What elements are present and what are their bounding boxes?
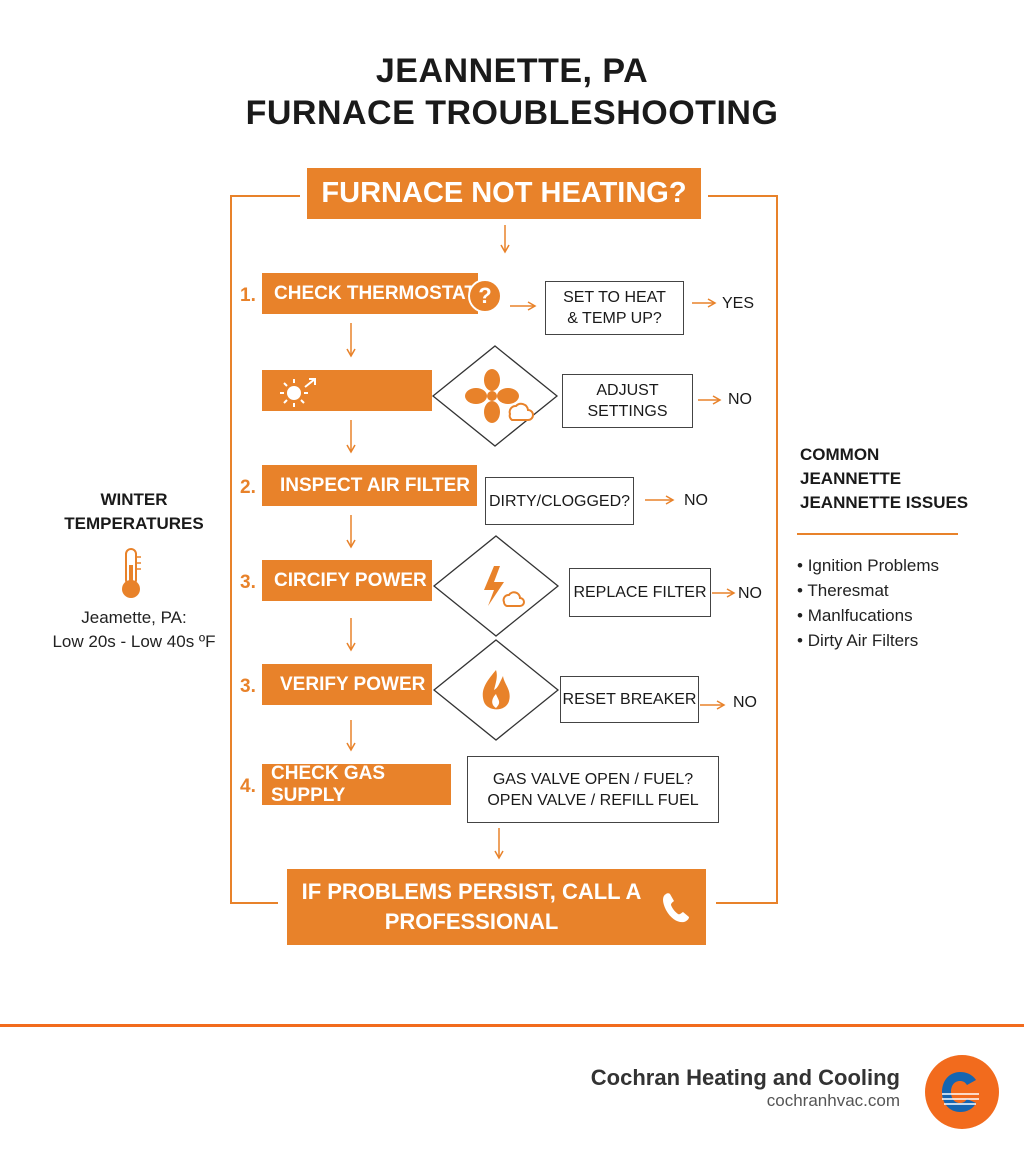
common-issues-heading: COMMON JEANNETTE JEANNETTE ISSUES xyxy=(800,443,968,515)
step-number: 3. xyxy=(240,676,256,697)
location-text: Jeamette, PA: xyxy=(81,608,187,627)
outer-frame xyxy=(230,195,778,904)
step-number: 1. xyxy=(240,285,256,306)
answer-no: NO xyxy=(728,391,752,408)
issue-text: Manlfucations xyxy=(807,606,913,625)
title-line-2: FURNACE TROUBLESHOOTING xyxy=(245,94,779,132)
answer-no: NO xyxy=(684,492,708,509)
company-name: Cochran Heating and Cooling xyxy=(590,1065,900,1090)
heading-line: COMMON xyxy=(800,445,880,464)
logo-icon xyxy=(925,1055,999,1129)
arrows xyxy=(346,225,736,860)
box-line: OPEN VALVE / REFILL FUEL xyxy=(487,791,699,809)
question-line: & TEMP UP? xyxy=(567,310,662,327)
box-line: SETTINGS xyxy=(587,403,668,420)
title-line-1: JEANNETTE, PA xyxy=(375,52,649,90)
final-line: IF PROBLEMS PERSIST, CALL A xyxy=(301,879,642,904)
phone-icon xyxy=(663,893,689,923)
step-inspect-air-filter: INSPECT AIR FILTER xyxy=(262,465,477,506)
header-box: FURNACE NOT HEATING? xyxy=(307,168,701,219)
question-line: SET TO HEAT xyxy=(563,289,666,306)
thermometer-icon xyxy=(122,548,141,598)
issue-text: Ignition Problems xyxy=(807,556,940,575)
step-number: 3. xyxy=(240,572,256,593)
call-professional-box: IF PROBLEMS PERSIST, CALL A PROFESSIONAL xyxy=(287,869,706,945)
issue-item: • Theresmat xyxy=(797,581,889,600)
divider xyxy=(797,533,958,535)
winter-heading: WINTER TEMPERATURES xyxy=(34,488,234,536)
temperature-range: Low 20s - Low 40s ºF xyxy=(52,632,216,651)
final-line: PROFESSIONAL xyxy=(384,909,559,934)
issue-text: Theresmat xyxy=(807,581,889,600)
step-verify-power: VERIFY POWER xyxy=(262,664,432,705)
issue-item: • Manlfucations xyxy=(797,606,913,625)
heading-line: JEANNETTE ISSUES xyxy=(800,493,969,512)
answer-no: NO xyxy=(733,694,757,711)
step-sun-box xyxy=(262,370,432,411)
issue-item: • Dirty Air Filters xyxy=(797,631,919,650)
reset-breaker-box: RESET BREAKER xyxy=(560,676,699,723)
dirty-clogged-box: DIRTY/CLOGGED? xyxy=(485,477,634,525)
adjust-settings-box: ADJUST SETTINGS xyxy=(562,374,693,428)
box-line: ADJUST xyxy=(596,382,659,399)
lightning-icon xyxy=(484,566,525,607)
step-check-thermostat: CHECK THERMOSTAT xyxy=(262,273,478,314)
temperature-info: Jeamette, PA: Low 20s - Low 40s ºF xyxy=(34,606,234,654)
step-number: 4. xyxy=(240,776,256,797)
step-number: 2. xyxy=(240,477,256,498)
answer-yes: YES xyxy=(722,295,755,312)
step-check-gas-supply: CHECK GAS SUPPLY xyxy=(262,763,451,806)
heading-line: WINTER xyxy=(100,490,168,509)
heading-line: TEMPERATURES xyxy=(64,514,204,533)
sun-icon xyxy=(280,377,316,407)
box-line: GAS VALVE OPEN / FUEL? xyxy=(492,770,694,788)
question-box: SET TO HEAT & TEMP UP? xyxy=(545,281,684,335)
footer-line xyxy=(0,1024,1024,1027)
flame-icon xyxy=(482,670,510,710)
issue-item: • Ignition Problems xyxy=(797,556,940,575)
answer-no: NO xyxy=(738,585,762,602)
issue-text: Dirty Air Filters xyxy=(807,631,919,650)
replace-filter-box: REPLACE FILTER xyxy=(569,568,711,617)
step-circify-power: CIRCIFY POWER xyxy=(262,560,432,601)
gas-valve-box: GAS VALVE OPEN / FUEL? OPEN VALVE / REFI… xyxy=(467,756,719,823)
question-icon: ? xyxy=(468,279,502,313)
company-website[interactable]: cochranhvac.com xyxy=(766,1091,900,1110)
fan-icon xyxy=(465,369,534,423)
heading-line: JEANNETTE xyxy=(800,469,902,488)
